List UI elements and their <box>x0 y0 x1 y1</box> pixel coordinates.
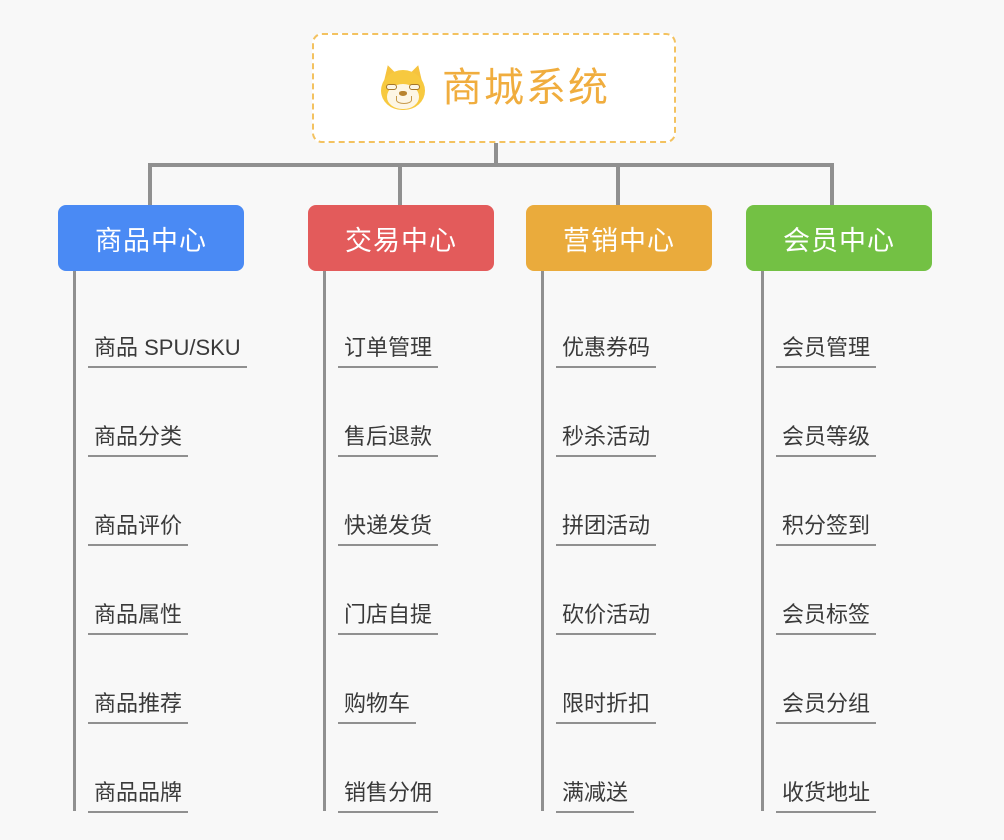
leaf-item-label: 优惠券码 <box>556 335 657 368</box>
leaf-item-label: 会员分组 <box>776 691 877 724</box>
leaf-item[interactable]: 砍价活动 <box>526 546 712 635</box>
leaf-item-label: 商品分类 <box>88 424 189 457</box>
leaf-item[interactable]: 购物车 <box>308 635 494 724</box>
leaf-item-label: 快递发货 <box>338 513 439 546</box>
leaf-item-label: 满减送 <box>556 780 635 813</box>
connector-horizontal-bus <box>148 163 834 167</box>
leaf-item-label: 收货地址 <box>776 780 877 813</box>
leaf-item-label: 秒杀活动 <box>556 424 657 457</box>
leaf-item[interactable]: 门店自提 <box>308 546 494 635</box>
leaf-item[interactable]: 优惠券码 <box>526 279 712 368</box>
leaf-item-label: 销售分佣 <box>338 780 439 813</box>
leaf-item-label: 订单管理 <box>338 335 439 368</box>
leaf-item[interactable]: 商品 SPU/SKU <box>58 279 247 368</box>
leaf-item-label: 会员等级 <box>776 424 877 457</box>
category-header-trade-center[interactable]: 交易中心 <box>308 205 494 271</box>
connector-spine-trade-center <box>323 271 326 811</box>
leaf-list-trade-center: 订单管理售后退款快递发货门店自提购物车销售分佣 <box>308 271 494 813</box>
leaf-item[interactable]: 限时折扣 <box>526 635 712 724</box>
leaf-item[interactable]: 售后退款 <box>308 368 494 457</box>
leaf-item-label: 会员管理 <box>776 335 877 368</box>
connector-drop-3 <box>616 163 620 209</box>
leaf-item[interactable]: 会员分组 <box>746 635 932 724</box>
column-trade-center: 交易中心订单管理售后退款快递发货门店自提购物车销售分佣 <box>308 205 494 813</box>
leaf-item[interactable]: 拼团活动 <box>526 457 712 546</box>
connector-spine-marketing-center <box>541 271 544 811</box>
leaf-list-marketing-center: 优惠券码秒杀活动拼团活动砍价活动限时折扣满减送 <box>526 271 712 813</box>
leaf-item-label: 商品 SPU/SKU <box>88 335 247 368</box>
leaf-item-label: 商品评价 <box>88 513 189 546</box>
leaf-item-label: 拼团活动 <box>556 513 657 546</box>
leaf-item[interactable]: 快递发货 <box>308 457 494 546</box>
root-title: 商城系统 <box>442 66 610 110</box>
leaf-item[interactable]: 满减送 <box>526 724 712 813</box>
leaf-item-label: 商品属性 <box>88 602 189 635</box>
connector-drop-2 <box>398 163 402 209</box>
leaf-item-label: 门店自提 <box>338 602 439 635</box>
category-header-member-center[interactable]: 会员中心 <box>746 205 932 271</box>
leaf-list-member-center: 会员管理会员等级积分签到会员标签会员分组收货地址 <box>746 271 932 813</box>
leaf-item[interactable]: 商品推荐 <box>58 635 244 724</box>
leaf-item-label: 商品品牌 <box>88 780 189 813</box>
leaf-item[interactable]: 秒杀活动 <box>526 368 712 457</box>
leaf-item[interactable]: 商品分类 <box>58 368 244 457</box>
leaf-item[interactable]: 会员标签 <box>746 546 932 635</box>
leaf-item[interactable]: 商品属性 <box>58 546 244 635</box>
leaf-item-label: 会员标签 <box>776 602 877 635</box>
leaf-item-label: 商品推荐 <box>88 691 189 724</box>
leaf-item-label: 砍价活动 <box>556 602 657 635</box>
column-marketing-center: 营销中心优惠券码秒杀活动拼团活动砍价活动限时折扣满减送 <box>526 205 712 813</box>
category-header-marketing-center[interactable]: 营销中心 <box>526 205 712 271</box>
root-node[interactable]: 商城系统 <box>312 33 676 143</box>
leaf-item[interactable]: 商品评价 <box>58 457 244 546</box>
leaf-item-label: 购物车 <box>338 691 417 724</box>
leaf-item[interactable]: 会员管理 <box>746 279 932 368</box>
column-member-center: 会员中心会员管理会员等级积分签到会员标签会员分组收货地址 <box>746 205 932 813</box>
dog-face-icon <box>378 62 428 112</box>
connector-root-stem <box>494 143 498 165</box>
connector-drop-1 <box>148 163 152 209</box>
leaf-item[interactable]: 积分签到 <box>746 457 932 546</box>
connector-spine-member-center <box>761 271 764 811</box>
leaf-item[interactable]: 销售分佣 <box>308 724 494 813</box>
leaf-list-product-center: 商品 SPU/SKU 商品分类商品评价商品属性商品推荐商品品牌 <box>58 271 247 813</box>
leaf-item-label: 积分签到 <box>776 513 877 546</box>
connector-spine-product-center <box>73 271 76 811</box>
category-header-product-center[interactable]: 商品中心 <box>58 205 244 271</box>
connector-drop-4 <box>830 163 834 209</box>
leaf-item[interactable]: 收货地址 <box>746 724 932 813</box>
leaf-item[interactable]: 会员等级 <box>746 368 932 457</box>
leaf-item-label: 售后退款 <box>338 424 439 457</box>
column-product-center: 商品中心商品 SPU/SKU 商品分类商品评价商品属性商品推荐商品品牌 <box>58 205 247 813</box>
leaf-item[interactable]: 订单管理 <box>308 279 494 368</box>
leaf-item[interactable]: 商品品牌 <box>58 724 244 813</box>
leaf-item-label: 限时折扣 <box>556 691 657 724</box>
